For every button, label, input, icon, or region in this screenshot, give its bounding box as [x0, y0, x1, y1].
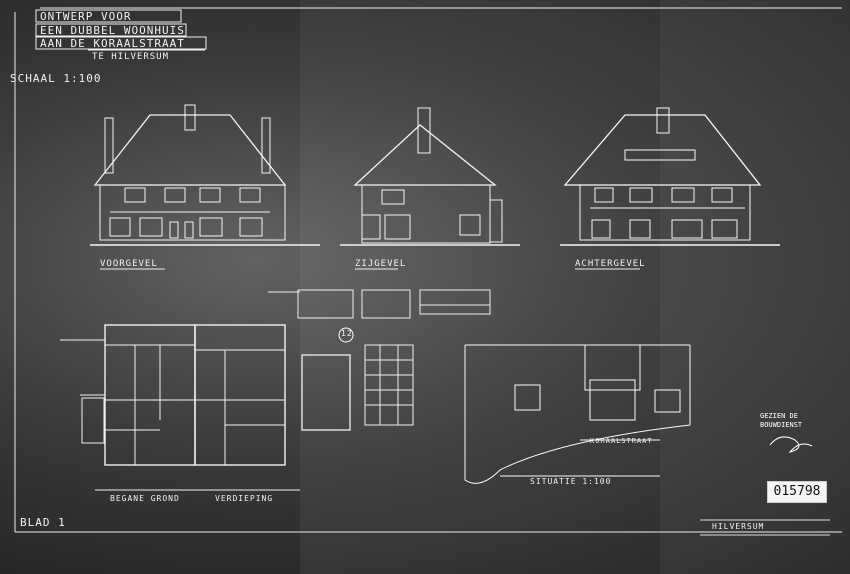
floor-plans: [60, 324, 300, 491]
title-block: [35, 9, 207, 51]
paper-fold: [660, 0, 850, 574]
situation-plan: [464, 344, 691, 484]
paper-fold: [300, 0, 660, 574]
section-details: [268, 289, 491, 319]
rear-elevation: [560, 107, 780, 246]
title-line-1: ONTWERP VOOR: [40, 10, 132, 23]
sheet-label: BLAD 1: [20, 516, 66, 529]
side-elevation-label: ZIJGEVEL: [355, 259, 407, 269]
street-label: KORAALSTRAAT: [590, 437, 653, 445]
title-line-2: EEN DUBBEL WOONHUIS: [40, 24, 185, 37]
ground-floor-label: BEGANE GROND: [110, 494, 180, 503]
bottom-right-note: HILVERSUM: [712, 522, 765, 531]
signature-mark: [769, 436, 813, 453]
front-elevation-label: VOORGEVEL: [100, 259, 158, 269]
rear-elevation-label: ACHTERGEVEL: [575, 259, 646, 269]
archive-number: 015798: [767, 481, 827, 503]
situation-label: SITUATIE 1:100: [530, 477, 612, 486]
approval-stamp: GEZIEN DE BOUWDIENST: [760, 412, 830, 460]
bottom-right-note-lines: [700, 519, 830, 536]
title-line-3: AAN DE KORAALSTRAAT: [40, 37, 185, 50]
detail-number: 12: [341, 329, 353, 338]
title-line-4: TE HILVERSUM: [92, 52, 170, 62]
side-elevation: [340, 107, 520, 246]
stamp-text: GEZIEN DE BOUWDIENST: [760, 412, 803, 429]
detail-plans: [301, 327, 414, 431]
scale-note: SCHAAL 1:100: [10, 72, 102, 85]
upper-floor-label: VERDIEPING: [215, 494, 274, 503]
front-elevation: [90, 104, 320, 246]
